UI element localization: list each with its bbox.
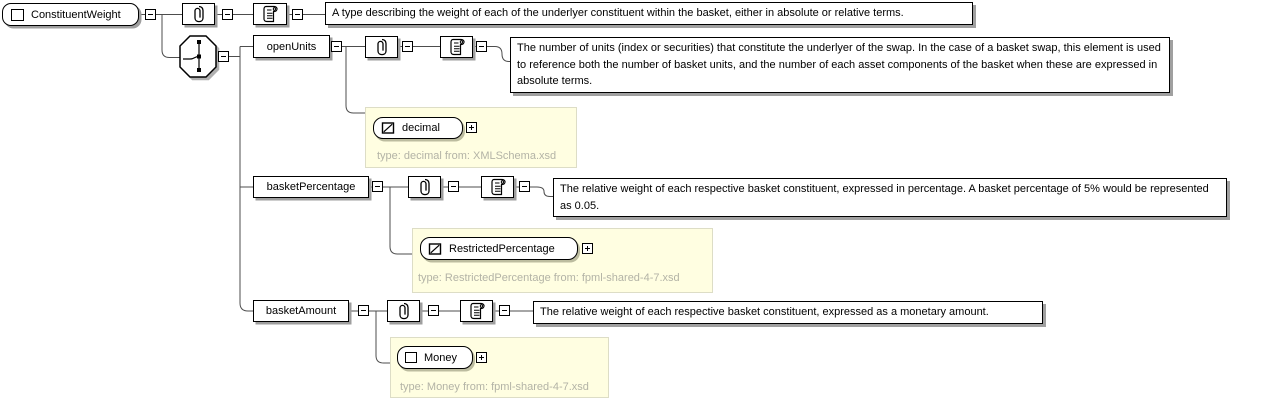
type-expand-toggle[interactable] <box>582 243 593 254</box>
annotation-collapse-toggle[interactable] <box>402 41 413 52</box>
type-expand-toggle[interactable] <box>476 352 487 363</box>
documentation-collapse-toggle[interactable] <box>499 305 510 316</box>
basketpercentage-annotation-node[interactable] <box>408 176 441 198</box>
scroll-icon <box>469 302 485 320</box>
root-element-label: ConstituentWeight <box>31 8 121 21</box>
basketamount-annotation-node[interactable] <box>387 300 420 322</box>
documentation-collapse-toggle[interactable] <box>519 181 530 192</box>
element-label: openUnits <box>266 40 317 53</box>
openunits-collapse-toggle[interactable] <box>331 41 342 52</box>
type-caption: type: RestrictedPercentage from: fpml-sh… <box>418 272 680 284</box>
root-documentation-node[interactable] <box>253 3 287 25</box>
scroll-icon <box>449 38 465 56</box>
paperclip-icon <box>398 302 409 320</box>
element-node-basketamount[interactable]: basketAmount <box>253 300 349 322</box>
basketpercentage-documentation-node[interactable] <box>481 176 514 198</box>
documentation-collapse-toggle[interactable] <box>292 9 303 20</box>
documentation-collapse-toggle[interactable] <box>476 41 487 52</box>
documentation-text[interactable]: The relative weight of each respective b… <box>533 301 1043 324</box>
documentation-text[interactable]: The number of units (index or securities… <box>510 37 1170 93</box>
simple-type-icon <box>381 122 395 134</box>
sequence-collapse-toggle[interactable] <box>218 51 229 62</box>
type-node-restrictedpercentage[interactable]: RestrictedPercentage <box>420 237 578 260</box>
element-node-openunits[interactable]: openUnits <box>253 35 330 58</box>
type-label: Money <box>424 351 458 364</box>
sequence-icon <box>183 40 201 72</box>
paperclip-icon <box>376 38 387 56</box>
type-expand-toggle[interactable] <box>466 122 477 133</box>
scroll-icon <box>263 5 278 23</box>
element-node-basketpercentage[interactable]: basketPercentage <box>253 176 369 198</box>
root-collapse-toggle[interactable] <box>145 9 156 20</box>
paperclip-icon <box>193 5 204 23</box>
type-node-decimal[interactable]: decimal <box>373 117 463 139</box>
element-label: basketPercentage <box>266 181 356 193</box>
type-caption: type: decimal from: XMLSchema.xsd <box>377 150 557 162</box>
scroll-icon <box>490 178 506 196</box>
basketamount-collapse-toggle[interactable] <box>358 305 369 316</box>
simple-type-icon <box>428 242 442 255</box>
documentation-text[interactable]: The relative weight of each respective b… <box>553 178 1227 217</box>
basketamount-documentation-node[interactable] <box>460 300 493 322</box>
element-label: basketAmount <box>265 305 337 317</box>
annotation-collapse-toggle[interactable] <box>448 181 459 192</box>
type-label: decimal <box>402 122 440 134</box>
type-label: RestrictedPercentage <box>449 242 555 255</box>
sequence-compositor-node[interactable] <box>178 34 221 85</box>
paperclip-icon <box>419 178 430 196</box>
root-element-node[interactable]: ConstituentWeight <box>2 3 139 26</box>
documentation-text[interactable]: A type describing the weight of each of … <box>325 2 973 25</box>
annotation-collapse-toggle[interactable] <box>428 305 439 316</box>
annotation-collapse-toggle[interactable] <box>222 9 233 20</box>
openunits-documentation-node[interactable] <box>440 36 473 58</box>
type-caption: type: Money from: fpml-shared-4-7.xsd <box>400 381 589 393</box>
complex-type-icon <box>405 352 417 363</box>
complex-type-icon <box>11 8 24 21</box>
openunits-annotation-node[interactable] <box>365 36 398 58</box>
type-node-money[interactable]: Money <box>397 346 473 369</box>
basketpercentage-collapse-toggle[interactable] <box>372 181 383 192</box>
root-annotation-node[interactable] <box>182 3 215 25</box>
